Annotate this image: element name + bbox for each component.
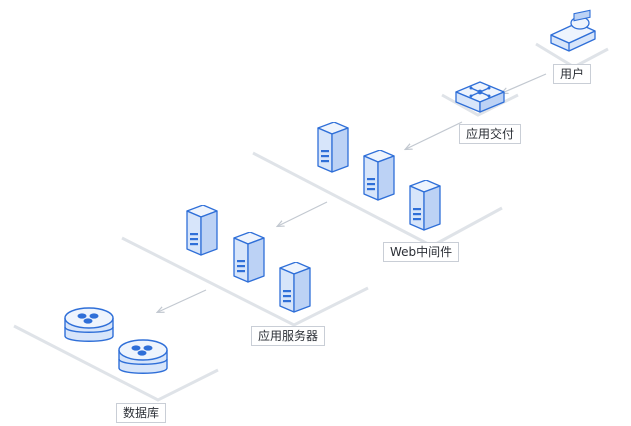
database-icon	[118, 339, 168, 374]
label-user: 用户	[553, 64, 592, 84]
arrow-delivery-to-web	[406, 121, 463, 149]
user-icon	[550, 9, 596, 52]
platform-app	[121, 236, 369, 327]
server-icon	[186, 205, 218, 256]
arrow-user-to-delivery	[502, 73, 547, 93]
arrow-app-to-db	[158, 289, 207, 312]
database-icon	[64, 307, 114, 342]
server-icon	[279, 262, 311, 313]
label-delivery: 应用交付	[459, 124, 522, 144]
server-icon	[317, 122, 349, 173]
label-web: Web中间件	[383, 242, 460, 262]
server-icon	[363, 150, 395, 201]
label-app: 应用服务器	[251, 326, 326, 346]
label-db: 数据库	[116, 403, 167, 423]
load-balancer-icon	[455, 81, 505, 113]
arrow-web-to-app	[278, 201, 328, 226]
server-icon	[233, 232, 265, 283]
platform-delivery	[441, 93, 519, 117]
server-icon	[409, 180, 441, 231]
platform-db	[13, 324, 219, 402]
